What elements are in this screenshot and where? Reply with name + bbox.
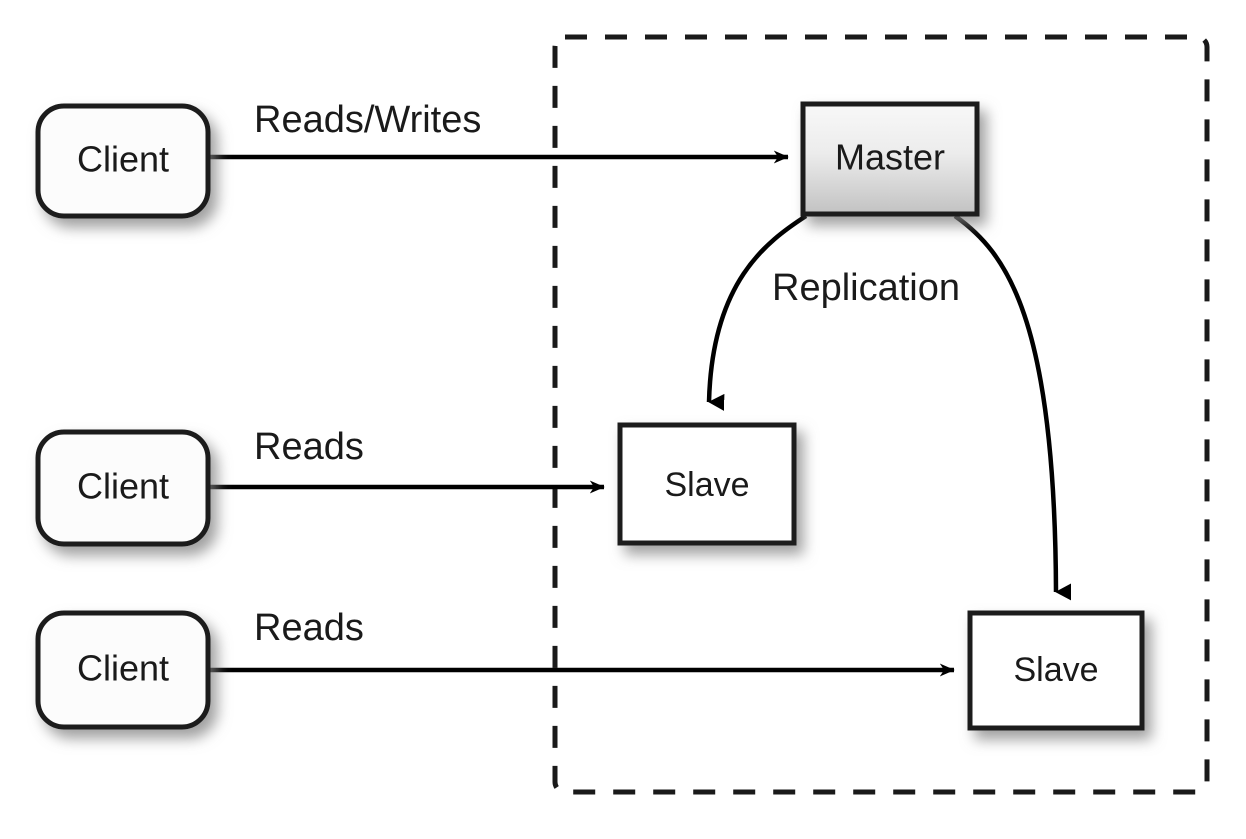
client-2-label: Client bbox=[77, 466, 169, 507]
edge-label-reads-bottom: Reads bbox=[254, 607, 364, 649]
master-label: Master bbox=[835, 137, 945, 178]
edge-label-reads-middle: Reads bbox=[254, 426, 364, 468]
node-client-1[interactable]: Client bbox=[35, 103, 211, 219]
client-3-label: Client bbox=[77, 648, 169, 689]
slave-1-label: Slave bbox=[664, 466, 749, 504]
edge-master-to-slave1 bbox=[706, 214, 808, 411]
client-2-box bbox=[35, 429, 211, 547]
node-client-3[interactable]: Client bbox=[35, 610, 211, 730]
node-slave-1[interactable]: Slave bbox=[617, 422, 797, 546]
edge-label-reads-writes: Reads/Writes bbox=[254, 99, 481, 141]
slave-1-box bbox=[617, 422, 797, 546]
node-master[interactable]: Master bbox=[800, 101, 980, 217]
edge-master-to-slave2 bbox=[953, 214, 1072, 601]
client-3-box bbox=[35, 610, 211, 730]
client-1-label: Client bbox=[77, 139, 169, 180]
client-1-box bbox=[35, 103, 211, 219]
slave-2-box bbox=[967, 610, 1145, 731]
node-slave-2[interactable]: Slave bbox=[967, 610, 1145, 731]
slave-2-label: Slave bbox=[1013, 651, 1098, 689]
edge-label-replication: Replication bbox=[772, 267, 960, 309]
master-box bbox=[800, 101, 980, 217]
database-cluster-boundary bbox=[552, 34, 1210, 795]
node-client-2[interactable]: Client bbox=[35, 429, 211, 547]
